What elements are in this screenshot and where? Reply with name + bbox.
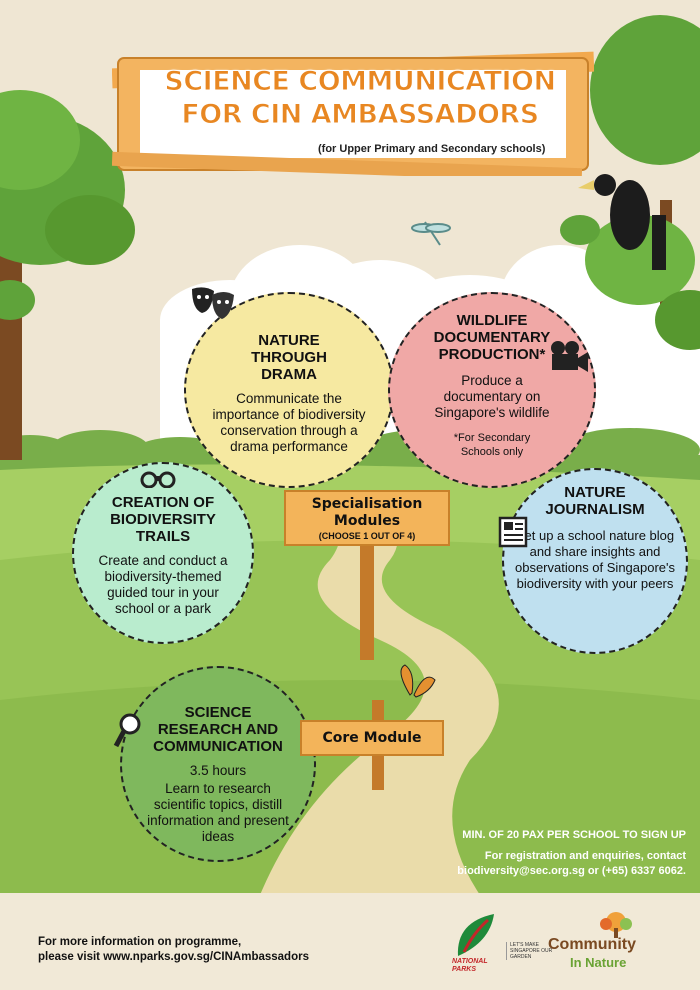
- journalism-heading: NATURE JOURNALISM: [545, 484, 645, 518]
- footer-info: For more information on programme, pleas…: [38, 935, 309, 965]
- documentary-note: *For Secondary Schools only: [453, 432, 531, 458]
- cin-line1: Community: [548, 936, 636, 953]
- documentary-heading: WILDLIFE DOCUMENTARY PRODUCTION*: [433, 312, 551, 363]
- module-drama: NATURE THROUGH DRAMA Communicate the imp…: [184, 292, 394, 488]
- module-research: SCIENCE RESEARCH AND COMMUNICATION 3.5 h…: [120, 666, 316, 862]
- nparks-leaf-icon: [457, 914, 494, 956]
- drama-body: Communicate the importance of biodiversi…: [212, 391, 366, 454]
- signup-line1: For registration and enquiries, contact: [484, 850, 686, 862]
- page-subtitle: (for Upper Primary and Secondary schools…: [318, 143, 546, 155]
- nparks-tagline: LET'S MAKE SINGAPORE OUR GARDEN: [506, 942, 554, 960]
- signup-line2: biodiversity@sec.org.sg or (+65) 6337 60…: [457, 865, 686, 877]
- magnifier-icon: [113, 713, 141, 748]
- community-in-nature-logo: Community In Nature: [548, 910, 668, 974]
- documentary-body: Produce a documentary on Singapore's wil…: [434, 373, 550, 420]
- video-camera-icon: [551, 341, 588, 372]
- core-module-label: Core Module: [322, 730, 422, 746]
- butterfly: [400, 664, 436, 698]
- research-duration: 3.5 hours: [189, 763, 247, 778]
- signup-info: MIN. OF 20 PAX PER SCHOOL TO SIGN UP For…: [457, 828, 686, 879]
- nparks-logo: NATIONAL PARKS LET'S MAKE SINGAPORE OUR …: [452, 912, 552, 976]
- left-tree: [0, 90, 135, 460]
- drama-heading: NATURE THROUGH DRAMA: [251, 332, 327, 383]
- newspaper-icon: [498, 516, 528, 548]
- dragonfly: [411, 221, 451, 246]
- core-module-sign: Core Module: [300, 720, 444, 756]
- cin-line2: In Nature: [570, 955, 627, 970]
- nparks-name: NATIONAL PARKS: [452, 958, 488, 973]
- specialisation-sign: Specialisation Modules (CHOOSE 1 OUT OF …: [284, 490, 450, 546]
- footer-line2: please visit www.nparks.gov.sg/CINAmbass…: [38, 951, 309, 963]
- module-trails: CREATION OF BIODIVERSITY TRAILS Create a…: [72, 462, 254, 644]
- binoculars-icon: [140, 471, 176, 488]
- right-tree: [560, 15, 700, 350]
- journalism-body: Set up a school nature blog and share in…: [514, 528, 676, 591]
- title-board: [112, 51, 594, 176]
- trails-body: Create and conduct a biodiversity-themed…: [98, 553, 228, 616]
- module-documentary: WILDLIFE DOCUMENTARY PRODUCTION* Produce…: [388, 292, 596, 488]
- footer-line1: For more information on programme,: [38, 936, 242, 948]
- trails-heading: CREATION OF BIODIVERSITY TRAILS: [110, 494, 216, 545]
- hornbill-bird: [578, 174, 666, 270]
- specialisation-post: [360, 540, 374, 660]
- page-title-line1: SCIENCE COMMUNICATION: [164, 66, 557, 98]
- drama-masks-icon: [192, 287, 234, 319]
- research-body: Learn to research scientific topics, dis…: [147, 781, 289, 844]
- research-heading: SCIENCE RESEARCH AND COMMUNICATION: [153, 704, 283, 755]
- cin-tree-icon: [600, 912, 632, 938]
- signup-min: MIN. OF 20 PAX PER SCHOOL TO SIGN UP: [462, 829, 686, 841]
- page-title-line2: FOR CIN AMBASSADORS: [181, 99, 540, 131]
- specialisation-title: Specialisation Modules: [311, 496, 423, 529]
- specialisation-sub: (CHOOSE 1 OUT OF 4): [318, 531, 416, 541]
- module-journalism: NATURE JOURNALISM Set up a school nature…: [502, 468, 688, 654]
